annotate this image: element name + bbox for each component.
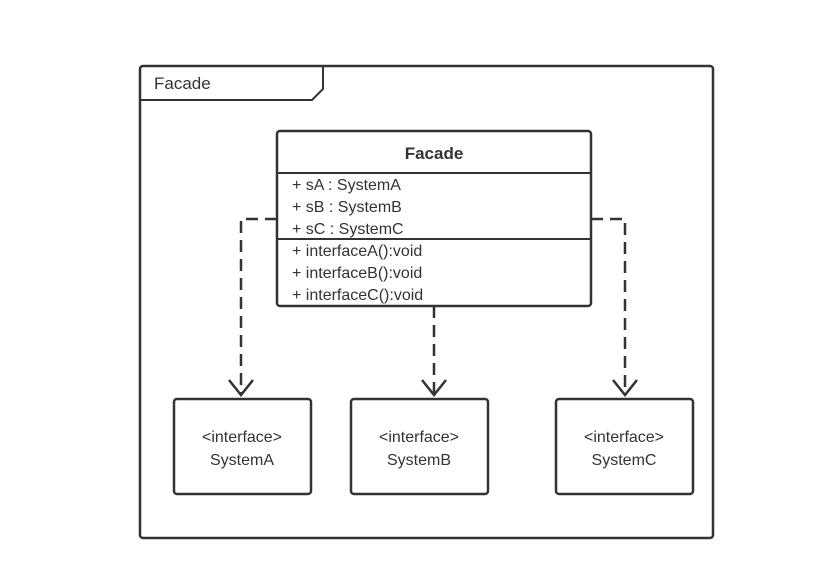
facade-attribute: + sC : SystemC (292, 221, 404, 238)
dependency-arrow-system-c[interactable] (591, 217, 627, 393)
interface-name: SystemC (592, 452, 657, 469)
interface-stereotype: <interface> (379, 429, 459, 446)
interface-stereotype: <interface> (584, 429, 664, 446)
interface-box[interactable] (172, 397, 313, 496)
interface-system-a[interactable]: <interface> SystemA (172, 397, 313, 496)
interface-system-b[interactable]: <interface> SystemB (349, 397, 490, 496)
facade-attribute: + sA : SystemA (292, 177, 401, 194)
arrowhead-system-a (228, 379, 254, 398)
interface-box[interactable] (554, 397, 695, 496)
interface-box[interactable] (349, 397, 490, 496)
interface-stereotype: <interface> (202, 429, 282, 446)
facade-operation: + interfaceB():void (292, 265, 422, 282)
dependency-arrow-system-a[interactable] (239, 217, 277, 393)
facade-attribute: + sB : SystemB (292, 199, 402, 216)
arrowhead-system-c (612, 379, 638, 398)
interface-name: SystemB (387, 452, 451, 469)
facade-class[interactable]: Facade + sA : SystemA + sB : SystemB + s… (275, 129, 593, 308)
package-tab (140, 66, 324, 101)
facade-class-name: Facade (405, 144, 464, 163)
facade-operation: + interfaceA():void (292, 243, 422, 260)
package-name: Facade (154, 74, 211, 93)
arrowhead-system-b (421, 379, 447, 398)
interface-name: SystemA (210, 452, 274, 469)
interface-system-c[interactable]: <interface> SystemC (554, 397, 695, 496)
facade-operation: + interfaceC():void (292, 287, 423, 304)
